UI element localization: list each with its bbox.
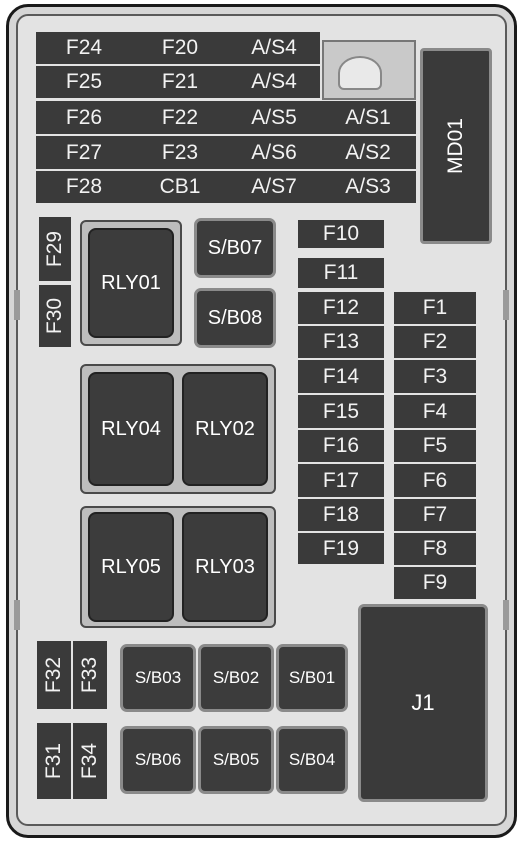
side-tab — [503, 600, 509, 630]
fuse-S-B02: S/B02 — [198, 644, 274, 712]
fuse-F7: F7 — [394, 499, 476, 533]
fuse-S-B07: S/B07 — [194, 218, 276, 278]
fuse-F22: F22 — [132, 101, 228, 136]
fuse-F26: F26 — [36, 101, 132, 136]
fuse-F33-label: F33 — [78, 656, 101, 694]
fuse-F24: F24 — [36, 32, 132, 66]
fuse-F34: F34 — [72, 722, 108, 800]
module-MD01: MD01 — [420, 48, 492, 244]
fuse-S-B05: S/B05 — [198, 726, 274, 794]
side-tab — [14, 290, 20, 320]
fuse-S-B03: S/B03 — [120, 644, 196, 712]
fuse-A-S5: A/S5 — [228, 101, 320, 136]
fuse-F25: F25 — [36, 66, 132, 100]
fuse-F14: F14 — [298, 360, 384, 395]
fuse-F13: F13 — [298, 326, 384, 360]
fuse-F9: F9 — [394, 567, 476, 601]
fuse-F17: F17 — [298, 464, 384, 499]
fuse-F6: F6 — [394, 464, 476, 499]
fuse-F23: F23 — [132, 136, 228, 171]
fuse-F31: F31 — [36, 722, 72, 800]
fuse-F5: F5 — [394, 430, 476, 464]
fuse-F28: F28 — [36, 171, 132, 205]
circuit-breaker-CB1: CB1 — [132, 171, 228, 205]
fuse-F1: F1 — [394, 292, 476, 326]
fuse-F29-label: F29 — [43, 230, 66, 268]
fuse-S-B06: S/B06 — [120, 726, 196, 794]
fuse-A-S1: A/S1 — [320, 101, 416, 136]
fuse-F3: F3 — [394, 360, 476, 395]
relay-RLY02: RLY02 — [182, 372, 268, 486]
fuse-A-S4: A/S4 — [228, 66, 320, 100]
fuse-F29: F29 — [38, 216, 72, 282]
fuse-A-S7: A/S7 — [228, 171, 320, 205]
fuse-A-S6: A/S6 — [228, 136, 320, 171]
fuse-F19: F19 — [298, 533, 384, 566]
fuse-F32: F32 — [36, 640, 72, 710]
fuse-A-S3: A/S3 — [320, 171, 416, 205]
connector-J1: J1 — [358, 604, 488, 802]
fuse-F27: F27 — [36, 136, 132, 171]
latch-clip-knob — [338, 56, 382, 90]
fuse-F8: F8 — [394, 533, 476, 567]
fuse-F31-label: F31 — [42, 742, 65, 780]
fuse-F30: F30 — [38, 284, 72, 348]
fuse-F11: F11 — [298, 258, 384, 290]
fuse-F2: F2 — [394, 326, 476, 360]
relay-RLY01: RLY01 — [88, 228, 174, 338]
fuse-F4: F4 — [394, 395, 476, 430]
fuse-F21: F21 — [132, 66, 228, 100]
fuse-F20: F20 — [132, 32, 228, 66]
side-tab — [503, 290, 509, 320]
fuse-F12: F12 — [298, 292, 384, 326]
fuse-F10: F10 — [298, 220, 384, 250]
fuse-F15: F15 — [298, 395, 384, 430]
relay-RLY04: RLY04 — [88, 372, 174, 486]
fuse-A-S4-top: A/S4 — [228, 32, 320, 66]
fuse-S-B01: S/B01 — [276, 644, 348, 712]
fuse-S-B04: S/B04 — [276, 726, 348, 794]
relay-RLY03: RLY03 — [182, 512, 268, 622]
module-MD01-label: MD01 — [444, 117, 467, 175]
side-tab — [14, 600, 20, 630]
fuse-A-S2: A/S2 — [320, 136, 416, 171]
fuse-F30-label: F30 — [43, 297, 66, 335]
relay-RLY05: RLY05 — [88, 512, 174, 622]
fuse-F32-label: F32 — [42, 656, 65, 694]
fuse-F33: F33 — [72, 640, 108, 710]
fuse-F16: F16 — [298, 430, 384, 464]
fuse-S-B08: S/B08 — [194, 288, 276, 348]
fuse-F34-label: F34 — [78, 742, 101, 780]
fuse-F18: F18 — [298, 499, 384, 533]
